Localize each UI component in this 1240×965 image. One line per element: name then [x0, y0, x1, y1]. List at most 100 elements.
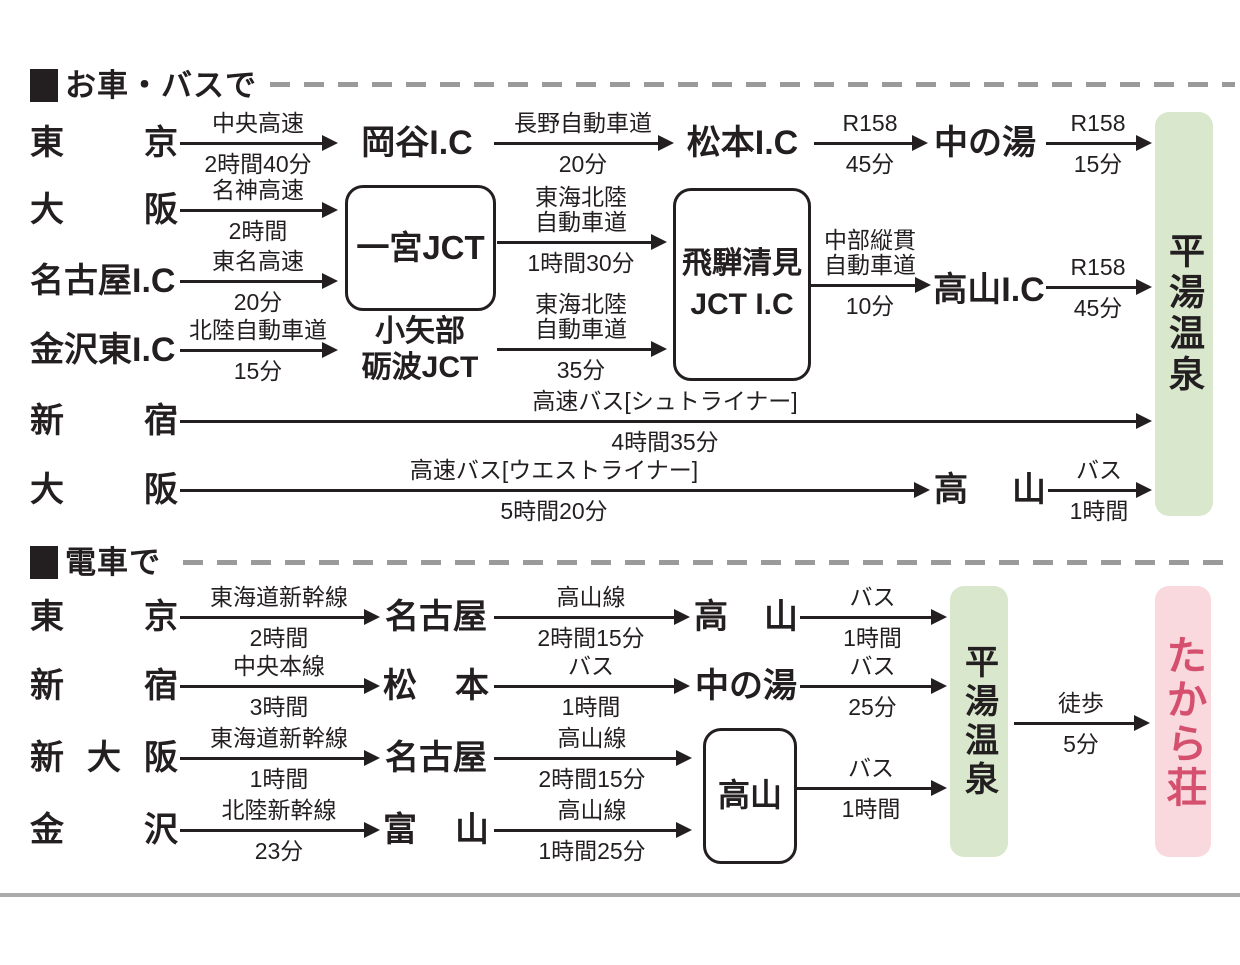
- section-marker-square: [30, 69, 58, 102]
- arrow-line: [811, 284, 916, 287]
- node-train-takayama: 高山: [694, 598, 798, 636]
- arrow-line: [497, 348, 652, 351]
- time-label: 1時間: [561, 694, 621, 720]
- arrow-line: [800, 616, 932, 619]
- arrow-line: [180, 142, 323, 145]
- via-label: 東名高速: [212, 248, 304, 275]
- arrow-line: [180, 209, 323, 212]
- arrowhead-icon: [1136, 413, 1152, 429]
- time-label: 2時間15分: [537, 625, 645, 651]
- arrowhead-icon: [364, 678, 380, 694]
- arrowhead-icon: [1134, 715, 1150, 731]
- time-label: 1時間: [841, 796, 901, 822]
- origin-osaka: 大阪: [30, 191, 178, 229]
- origin-train-shin-osaka: 新大阪: [30, 739, 178, 777]
- origin-tokyo: 東京: [30, 124, 178, 162]
- via-label: 東海北陸 自動車道: [535, 183, 627, 236]
- arrow-line: [800, 685, 932, 688]
- route-arrow-r158-15: R158 15分: [1046, 110, 1152, 177]
- arrowhead-icon: [674, 678, 690, 694]
- via-label: 中央高速: [212, 110, 304, 137]
- via-label: 東海道新幹線: [210, 584, 348, 611]
- time-label: 2時間15分: [538, 766, 646, 792]
- time-label: 3時間: [249, 694, 309, 720]
- time-label: 1時間: [249, 766, 309, 792]
- time-label: 25分: [848, 694, 897, 720]
- route-arrow-bus-1h-b: バス 1時間: [494, 653, 690, 720]
- route-arrow-bus-1h-c: バス 1時間: [797, 755, 947, 822]
- arrowhead-icon: [651, 234, 667, 250]
- arrowhead-icon: [931, 678, 947, 694]
- arrowhead-icon: [658, 135, 674, 151]
- arrow-line: [494, 142, 659, 145]
- arrowhead-icon: [1136, 135, 1152, 151]
- via-label: 高山線: [557, 725, 627, 752]
- route-arrow-west-liner: 高速バス[ウエストライナー] 5時間20分: [180, 457, 930, 524]
- time-label: 20分: [558, 151, 608, 177]
- arrowhead-icon: [676, 750, 692, 766]
- via-label: 北陸新幹線: [221, 797, 337, 824]
- arrow-line: [180, 757, 365, 760]
- node-nagoya-1: 名古屋: [385, 598, 487, 636]
- route-arrow-meishin: 名神高速 2時間: [180, 177, 338, 244]
- origin-train-kanazawa: 金沢: [30, 811, 178, 849]
- origin-osaka-2: 大阪: [30, 471, 178, 509]
- section-train-title: 電車で: [65, 545, 161, 580]
- via-label: バス: [1076, 457, 1122, 484]
- via-label: バス: [848, 755, 894, 782]
- arrowhead-icon: [1136, 482, 1152, 498]
- time-label: 45分: [845, 151, 895, 177]
- time-label: 2時間: [249, 625, 309, 651]
- jct-box-ichinomiya: 一宮JCT: [345, 185, 496, 311]
- section-car-title: お車・バスで: [65, 68, 257, 103]
- jct-box-hida-kiyomi: 飛騨清見 JCT I.C: [673, 188, 811, 381]
- route-arrow-tokaido-1h: 東海道新幹線 1時間: [180, 725, 380, 792]
- node-matsumoto: 松本: [383, 667, 489, 705]
- via-label: 徒歩: [1058, 690, 1104, 717]
- via-label: 高山線: [557, 797, 627, 824]
- via-label: 中部縦貫 自動車道: [824, 226, 916, 279]
- origin-nagoya-ic: 名古屋I.C: [30, 262, 176, 300]
- route-arrow-tokai-hokuriku-1: 東海北陸 自動車道 1時間30分: [497, 184, 667, 276]
- arrow-line: [180, 420, 1137, 423]
- via-label: R158: [1070, 254, 1126, 281]
- arrowhead-icon: [912, 135, 928, 151]
- route-arrow-tomei: 東名高速 20分: [180, 248, 338, 315]
- time-label: 45分: [1073, 295, 1123, 321]
- origin-kanazawa-higashi-ic: 金沢東I.C: [30, 331, 176, 369]
- via-label: バス: [849, 584, 896, 611]
- node-takayama-ic: 高山I.C: [933, 271, 1045, 309]
- arrowhead-icon: [322, 202, 338, 218]
- via-label: 長野自動車道: [514, 110, 652, 137]
- arrowhead-icon: [651, 341, 667, 357]
- arrow-line: [797, 787, 932, 790]
- arrow-line: [494, 757, 677, 760]
- time-label: 15分: [233, 358, 283, 384]
- node-train-nakanoyu: 中の湯: [695, 667, 797, 705]
- route-arrow-r158-45a: R158 45分: [814, 110, 928, 177]
- arrowhead-icon: [322, 273, 338, 289]
- time-label: 5時間20分: [500, 498, 608, 524]
- arrow-line: [180, 616, 365, 619]
- time-label: 23分: [254, 838, 304, 864]
- arrow-line: [814, 142, 913, 145]
- route-arrow-tokaido-2h: 東海道新幹線 2時間: [180, 584, 380, 651]
- destination-box-hirayu-onsen-car: 平湯温泉: [1155, 112, 1213, 516]
- route-arrow-bus-25m: バス 25分: [800, 653, 947, 720]
- time-label: 10分: [845, 293, 895, 319]
- arrow-line: [1046, 142, 1137, 145]
- route-arrow-takayama-line-215a: 高山線 2時間15分: [494, 584, 690, 651]
- time-label: 2時間40分: [204, 151, 312, 177]
- arrowhead-icon: [322, 342, 338, 358]
- via-label: 北陸自動車道: [189, 317, 327, 344]
- time-label: 20分: [233, 289, 283, 315]
- time-label: 1時間: [1069, 498, 1129, 524]
- time-label: 1時間: [843, 625, 902, 651]
- node-toyama: 富山: [383, 811, 489, 849]
- route-arrow-chubu-judan: 中部縦貫 自動車道 10分: [811, 227, 931, 319]
- route-arrow-bus-1h: バス 1時間: [1048, 457, 1152, 524]
- route-arrow-takayama-line-125: 高山線 1時間25分: [494, 797, 692, 864]
- arrowhead-icon: [364, 822, 380, 838]
- arrow-line: [1046, 286, 1137, 289]
